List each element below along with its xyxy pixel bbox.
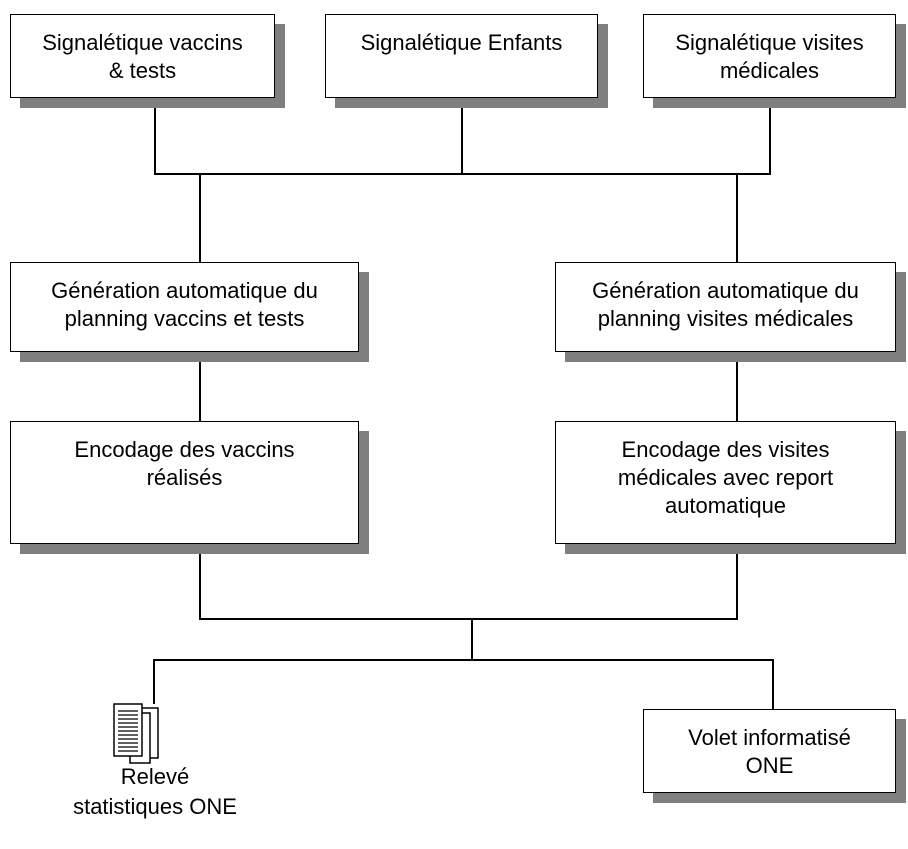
node-signaletique-visites: Signalétique visites médicales (643, 14, 896, 98)
connector-output-split (153, 659, 774, 709)
node-generation-visites: Génération automatique du planning visit… (555, 262, 896, 352)
node-signaletique-visites-label: Signalétique visites médicales (675, 30, 864, 84)
stacked-documents-icon (113, 703, 159, 764)
node-encodage-visites: Encodage des visites médicales avec repo… (555, 421, 896, 544)
node-signaletique-vaccins-label: Signalétique vaccins & tests (42, 30, 243, 84)
connector-encodage-join (199, 544, 738, 620)
node-encodage-vaccins: Encodage des vaccins réalisés (10, 421, 359, 544)
node-encodage-vaccins-label: Encodage des vaccins réalisés (74, 437, 295, 491)
node-signaletique-enfants: Signalétique Enfants (325, 14, 598, 98)
releve-stats-label: Relevé statistiques ONE (73, 764, 237, 819)
node-signaletique-enfants-label: Signalétique Enfants (360, 30, 563, 55)
node-generation-vaccins-label: Génération automatique du planning vacci… (51, 278, 318, 332)
node-generation-visites-label: Génération automatique du planning visit… (592, 278, 859, 332)
node-signaletique-vaccins: Signalétique vaccins & tests (10, 14, 275, 98)
node-generation-vaccins: Génération automatique du planning vacci… (10, 262, 359, 352)
node-volet-one: Volet informatisé ONE (643, 709, 896, 793)
node-volet-one-label: Volet informatisé ONE (688, 725, 851, 779)
node-encodage-visites-label: Encodage des visites médicales avec repo… (617, 437, 834, 519)
